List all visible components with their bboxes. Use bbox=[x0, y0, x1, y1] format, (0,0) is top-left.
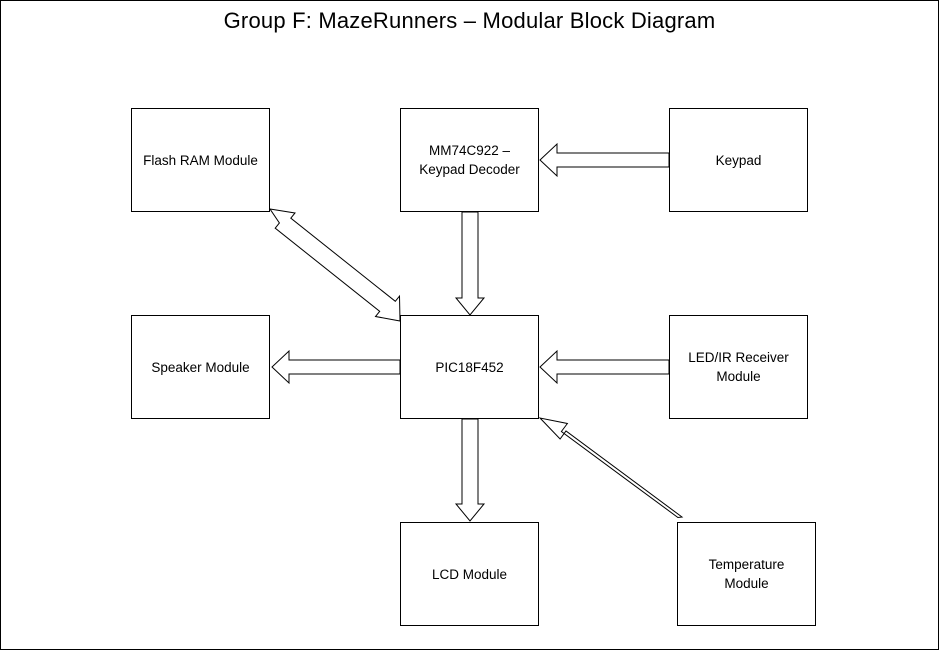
arrow-decoder-to-mcu bbox=[454, 211, 486, 316]
arrow-ledir-to-mcu bbox=[539, 349, 670, 385]
speaker-module-label: Speaker Module bbox=[151, 359, 250, 375]
arrow-temperature-to-mcu bbox=[538, 417, 684, 519]
temperature-module-label: Temperature Module bbox=[708, 557, 785, 591]
speaker-module-block: Speaker Module bbox=[131, 315, 270, 419]
diagram-title: Group F: MazeRunners – Modular Block Dia… bbox=[223, 8, 716, 33]
arrow-keypad-to-decoder bbox=[539, 142, 670, 178]
keypad-decoder-label: MM74C922 – Keypad Decoder bbox=[419, 143, 520, 177]
pic18f452-label: PIC18F452 bbox=[435, 359, 504, 375]
arrow-mcu-to-lcd bbox=[454, 418, 486, 522]
flash-ram-module-block: Flash RAM Module bbox=[131, 108, 270, 212]
keypad-block: Keypad bbox=[669, 108, 808, 212]
keypad-label: Keypad bbox=[715, 152, 762, 168]
temperature-module-block: Temperature Module bbox=[677, 522, 816, 626]
led-ir-receiver-block: LED/IR Receiver Module bbox=[669, 315, 808, 419]
lcd-module-block: LCD Module bbox=[400, 522, 539, 626]
arrow-mcu-to-speaker bbox=[271, 349, 401, 385]
keypad-decoder-block: MM74C922 – Keypad Decoder bbox=[400, 108, 539, 212]
lcd-module-label: LCD Module bbox=[431, 566, 508, 582]
flash-ram-module-label: Flash RAM Module bbox=[143, 152, 258, 168]
led-ir-receiver-label: LED/IR Receiver Module bbox=[688, 350, 789, 384]
pic18f452-block: PIC18F452 bbox=[400, 315, 539, 419]
arrow-flash-mcu-bidirectional bbox=[268, 208, 401, 322]
